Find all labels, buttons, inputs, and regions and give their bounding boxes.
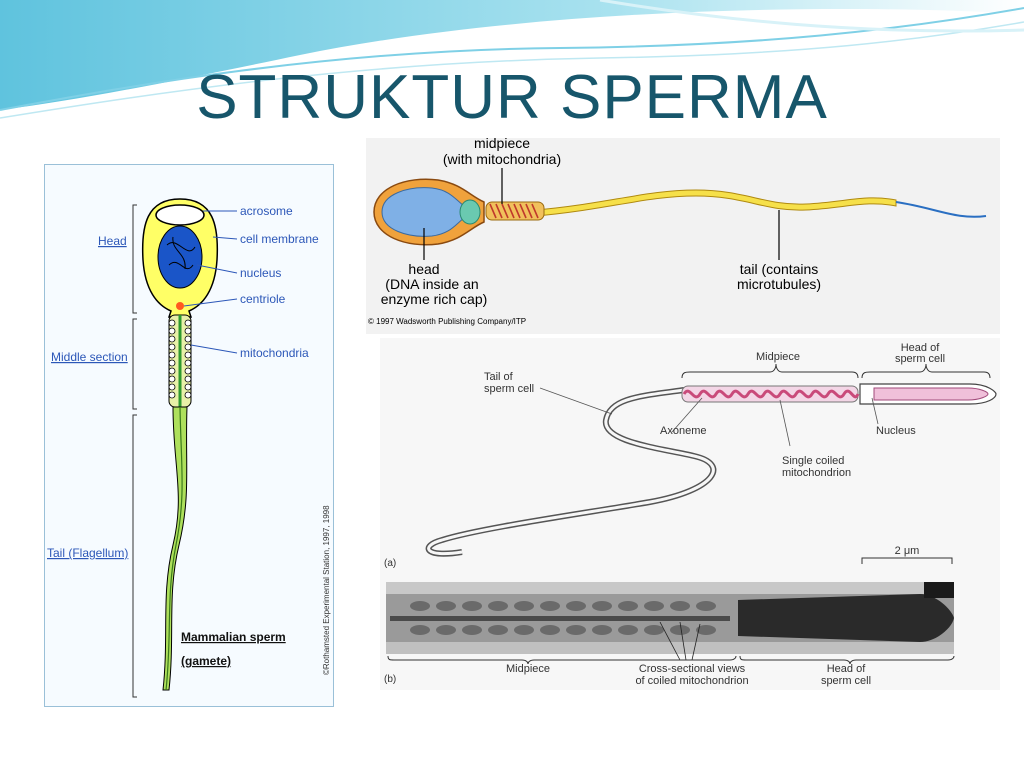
centriole-shape	[176, 302, 184, 310]
acrosome-shape	[155, 204, 205, 226]
mammalian-sperm-diagram: Head Middle section Tail (Flagellum) acr…	[47, 198, 331, 698]
cross-section-label-line2: of coiled mitochondrion	[635, 675, 748, 687]
head-bottom-label-line1: Head of	[827, 663, 866, 675]
nucleus-shape	[157, 225, 203, 289]
caption-line2: (gamete)	[181, 654, 231, 668]
sperm-head-nucleus	[873, 387, 989, 401]
head-nucleus-shape	[381, 187, 465, 237]
sperm-structure-diagram: Midpiece Head of sperm cell Tail of sper…	[384, 342, 997, 687]
part-label-acrosome: acrosome	[240, 204, 293, 218]
axoneme-label: Axoneme	[660, 425, 706, 437]
part-label-cell-membrane: cell membrane	[240, 232, 319, 246]
midpiece-label-line2: (with mitochondria)	[443, 151, 561, 167]
head-label-line1: head	[408, 261, 439, 277]
midpiece-label-line1: midpiece	[474, 138, 530, 151]
head-label-line3: enzyme rich cap)	[381, 291, 488, 307]
wadsworth-credit: © 1997 Wadsworth Publishing Company/ITP	[368, 317, 526, 326]
section-label-middle: Middle section	[51, 350, 128, 364]
tail-label-line1: tail (contains	[740, 261, 819, 277]
credit-text: ©Rothamsted Experimental Station, 1997, …	[322, 505, 331, 675]
midpiece-bottom-label: Midpiece	[506, 663, 550, 675]
micrograph-head	[738, 594, 954, 642]
scale-label: 2 μm	[895, 545, 920, 557]
mammalian-sperm-panel: Head Middle section Tail (Flagellum) acr…	[44, 164, 334, 707]
midpiece-top-label: Midpiece	[756, 351, 800, 363]
nucleus-label: Nucleus	[876, 425, 916, 437]
coiled-label-line1: Single coiled	[782, 455, 844, 467]
tail-label-line2: microtubules)	[737, 276, 821, 292]
caption-line1: Mammalian sperm	[181, 630, 286, 644]
tail-shape	[535, 189, 897, 217]
tail-label-line2: sperm cell	[484, 383, 534, 395]
part-label-mitochondria: mitochondria	[240, 346, 309, 360]
part-label-centriole: centriole	[240, 292, 286, 306]
scale-bar	[861, 557, 953, 564]
section-label-tail: Tail (Flagellum)	[47, 546, 128, 560]
panel-label-b: (b)	[384, 674, 396, 685]
slide-title: STRUKTUR SPERMA	[196, 63, 828, 132]
head-bottom-label-line2: sperm cell	[821, 675, 871, 687]
sperm-diagram-colored-panel: midpiece (with mitochondria) head (DNA i…	[366, 135, 1000, 334]
cross-section-label-line1: Cross-sectional views	[639, 663, 746, 675]
tail-label-line1: Tail of	[484, 371, 514, 383]
head-label-line2: (DNA inside an	[385, 276, 478, 292]
head-top-label-line2: sperm cell	[895, 353, 945, 365]
sperm-structure-panel: Midpiece Head of sperm cell Tail of sper…	[380, 338, 1000, 690]
section-label-head: Head	[98, 234, 127, 248]
part-label-nucleus: nucleus	[240, 266, 281, 280]
head-top-label-line1: Head of	[901, 342, 940, 354]
panel-label-a: (a)	[384, 558, 396, 569]
coiled-label-line2: mitochondrion	[782, 467, 851, 479]
header-waves	[0, 0, 1024, 119]
sperm-colored-diagram: midpiece (with mitochondria) head (DNA i…	[368, 135, 987, 326]
